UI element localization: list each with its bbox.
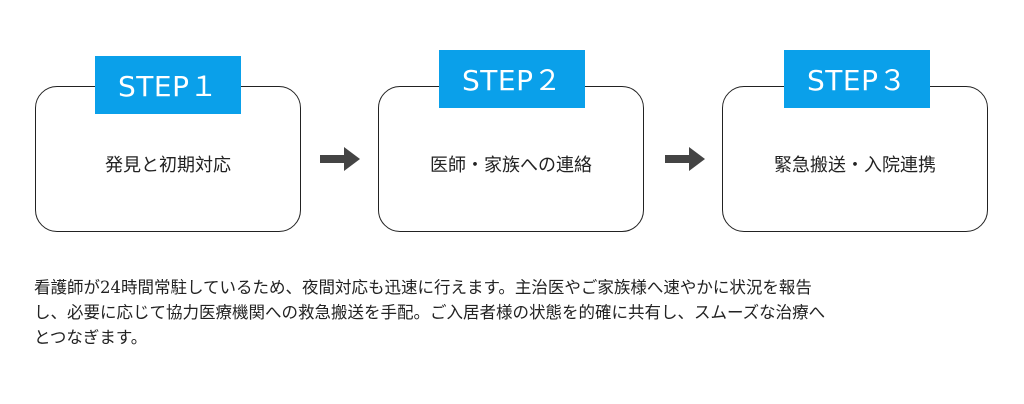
- description-line-3: とつなぎます。: [34, 328, 148, 347]
- step-2-tag: STEP２: [439, 50, 585, 108]
- description-text: 看護師が24時間常駐しているため、夜間対応も迅速に行えます。主治医やご家族様へ速…: [34, 275, 1004, 350]
- right-arrow-icon: [665, 147, 705, 171]
- step-1-text: 発見と初期対応: [105, 155, 231, 176]
- step-1-tag: STEP１: [95, 56, 241, 114]
- description-line-2: し、必要に応じて協力医療機関への救急搬送を手配。ご入居者様の状態を的確に共有し、…: [34, 303, 826, 322]
- step-3-text: 緊急搬送・入院連携: [774, 155, 936, 176]
- step-2-text: 医師・家族への連絡: [430, 155, 592, 176]
- description-line-1: 看護師が24時間常駐しているため、夜間対応も迅速に行えます。主治医やご家族様へ速…: [34, 278, 812, 297]
- step-2-box: 医師・家族への連絡: [378, 86, 644, 232]
- step-3-box: 緊急搬送・入院連携: [722, 86, 988, 232]
- right-arrow-icon: [320, 147, 360, 171]
- step-3-tag: STEP３: [784, 50, 930, 108]
